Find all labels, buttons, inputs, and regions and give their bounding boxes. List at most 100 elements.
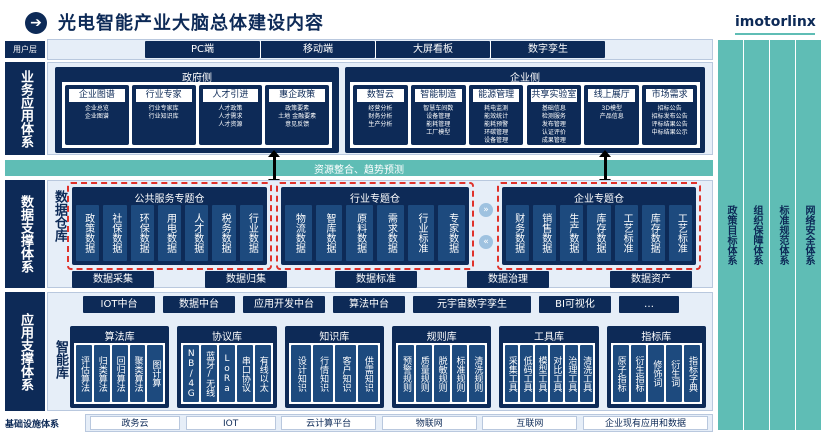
data-tile[interactable]: 专家数据	[438, 205, 465, 261]
library-item[interactable]: 设计知识	[290, 345, 311, 402]
library-title: 规则库	[426, 332, 457, 343]
data-tile[interactable]: 用电数据	[157, 205, 182, 261]
data-tile[interactable]: 物流数据	[285, 205, 312, 261]
platform-item[interactable]: BI可视化	[539, 296, 611, 313]
library-items: 预警规则质量规则脱敏规则标准规则清洗规则	[396, 343, 488, 404]
infra-item[interactable]: 物联网	[381, 416, 477, 430]
library-item[interactable]: 图计算	[147, 345, 164, 402]
data-process-item[interactable]: 数据治理	[467, 271, 549, 288]
business-card[interactable]: 智能制造智慧车间数 设备管理 能耗管理 工厂模型	[410, 85, 466, 145]
data-tile[interactable]: 库存数据	[641, 205, 665, 261]
chevron-left-icon: «	[479, 235, 493, 249]
library-item[interactable]: 质量规则	[415, 345, 432, 402]
library-item[interactable]: 归类算法	[93, 345, 110, 402]
platform-item[interactable]: 数据中台	[163, 296, 235, 313]
platform-item[interactable]: 应用开发中台	[243, 296, 325, 313]
library-item[interactable]: 客户知识	[335, 345, 356, 402]
business-card[interactable]: 能源管理耗电监测 能效统计 能耗预警 环碳管理 设备管理	[468, 85, 524, 145]
business-card[interactable]: 惠企政策政策要素 土地 金融要素 意见反馈	[265, 85, 329, 145]
data-tile[interactable]: 需求数据	[377, 205, 404, 261]
data-process-item[interactable]: 数据资产	[610, 271, 692, 288]
smart-lib-label: 智能库	[53, 340, 68, 379]
library-item[interactable]: 预警规则	[398, 345, 414, 402]
library-item[interactable]: 清洗工具	[579, 345, 593, 402]
library-item[interactable]: 串口协议	[236, 345, 253, 402]
data-tile[interactable]: 生产数据	[560, 205, 584, 261]
platform-item[interactable]: …	[619, 296, 679, 313]
card-body: 企业总览 企业图谱	[84, 105, 109, 120]
library-title: 知识库	[319, 332, 350, 343]
data-tile[interactable]: 环保数据	[130, 205, 154, 261]
data-tile[interactable]: 智库数据	[315, 205, 343, 261]
data-tile[interactable]: 财务数据	[506, 205, 530, 261]
infra-item[interactable]: 互联网	[482, 416, 578, 430]
business-card[interactable]: 市场需求招标公告 招标发布公告 评标结果公告 中标结果公示	[642, 85, 697, 145]
infra-item[interactable]: 云计算平台	[281, 416, 377, 430]
business-card[interactable]: 企业图谱企业总览 企业图谱	[65, 85, 129, 145]
card-body: 智慧车间数 设备管理 能耗管理 工厂模型	[423, 105, 454, 136]
infra-item[interactable]: 政务云	[90, 416, 180, 430]
business-card[interactable]: 共享实验室基础信息 检测服务 发布管理 认证评价 成果管理	[526, 85, 582, 145]
arrow-head-up	[599, 150, 611, 157]
library-item[interactable]: 对比工具	[549, 345, 563, 402]
business-card[interactable]: 人才引进人才政策 人才需求 人才资源	[198, 85, 263, 145]
card-title: 人才引进	[202, 89, 259, 102]
data-process-item[interactable]: 数据采集	[72, 271, 154, 288]
data-process-item[interactable]: 数据归集	[205, 271, 287, 288]
data-process-item[interactable]: 数据标准	[335, 271, 417, 288]
business-card[interactable]: 行业专家行业专家库 行业知识库	[131, 85, 196, 145]
platform-item[interactable]: IOT中台	[83, 296, 155, 313]
data-tile[interactable]: 行业标准	[407, 205, 435, 261]
library-item[interactable]: 治理工具	[564, 345, 578, 402]
right-col-policy: 政策目标体系	[718, 40, 743, 430]
back-arrow-icon[interactable]: ➔	[25, 12, 47, 34]
library-item[interactable]: 回归算法	[111, 345, 128, 402]
library-item[interactable]: 模型工具	[535, 345, 548, 402]
library-item[interactable]: 供需知识	[357, 345, 378, 402]
library-item[interactable]: 衍生指标	[630, 345, 647, 402]
platform-item[interactable]: 元宇宙数字孪生	[413, 296, 531, 313]
user-item[interactable]: PC端	[145, 41, 260, 58]
user-item[interactable]: 移动端	[260, 41, 375, 58]
library-item[interactable]: 原子指标	[612, 345, 629, 402]
library-item[interactable]: 衍生词	[666, 345, 683, 402]
data-tile[interactable]: 政策数据	[76, 205, 100, 261]
library-item[interactable]: 有线以太	[254, 345, 271, 402]
library-item[interactable]: 清洗规则	[469, 345, 486, 402]
enterprise-tiles: 财务数据销售数据生产数据库存数据工艺标准库存数据工艺标准	[506, 205, 692, 261]
page-title: 光电智能产业大脑总体建设内容	[58, 13, 324, 34]
data-tile[interactable]: 工艺标准	[668, 205, 692, 261]
library-item[interactable]: 修饰词	[648, 345, 665, 402]
user-item[interactable]: 数字孪生	[490, 41, 605, 58]
library-item[interactable]: 标准规则	[451, 345, 468, 402]
library-item[interactable]: 蓝牙/无线	[201, 345, 218, 402]
library-item[interactable]: 采集工具	[505, 345, 519, 402]
data-tile[interactable]: 人才数据	[185, 205, 209, 261]
data-tile[interactable]: 销售数据	[533, 205, 557, 261]
data-tile[interactable]: 行业数据	[239, 205, 263, 261]
chevron-right-icon: »	[479, 203, 493, 217]
library-item[interactable]: NB/4G	[183, 345, 200, 402]
platform-item[interactable]: 算法中台	[333, 296, 405, 313]
business-card[interactable]: 数智云经营分析 财务分析 生产分析	[353, 85, 408, 145]
data-tile[interactable]: 税务数据	[212, 205, 236, 261]
library-item[interactable]: 指标字典	[684, 345, 700, 402]
library-item[interactable]: 脱敏规则	[433, 345, 450, 402]
data-tile[interactable]: 工艺标准	[614, 205, 638, 261]
library-item[interactable]: 行情知识	[312, 345, 334, 402]
library-item[interactable]: 评估算法	[76, 345, 92, 402]
library-item[interactable]: 低码工具	[520, 345, 534, 402]
data-tile[interactable]: 库存数据	[587, 205, 611, 261]
infra-item[interactable]: IOT	[185, 416, 276, 430]
data-tile[interactable]: 原料数据	[346, 205, 373, 261]
library-item[interactable]: 聚类算法	[129, 345, 146, 402]
library-item[interactable]: LoRa	[219, 345, 235, 402]
card-title: 能源管理	[472, 89, 520, 102]
double-arrow-icon	[273, 152, 276, 182]
user-item[interactable]: 大屏看板	[375, 41, 490, 58]
data-tile[interactable]: 社保数据	[103, 205, 127, 261]
infra-item[interactable]: 企业现有应用和数据	[583, 416, 708, 430]
